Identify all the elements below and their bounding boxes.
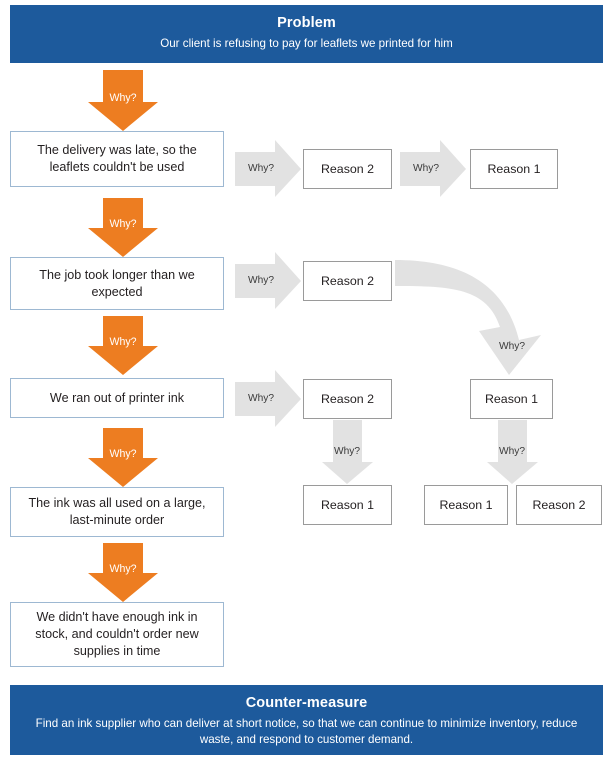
cause-box-4[interactable]: The ink was all used on a large, last-mi… [10, 487, 224, 537]
cause-box-2-label: The job took longer than we expected [39, 267, 195, 299]
problem-banner: Problem Our client is refusing to pay fo… [10, 5, 603, 63]
counter-measure-banner-subtitle: Find an ink supplier who can deliver at … [35, 717, 578, 746]
reason-box-row1-col2-label: Reason 1 [487, 162, 541, 176]
reason-box-row2-col1-label: Reason 2 [320, 274, 375, 288]
counter-measure-banner-title: Counter-measure [245, 695, 368, 711]
cause-box-4-label: The ink was all used on a large, last-mi… [28, 496, 206, 527]
problem-banner-subtitle: Our client is refusing to pay for leafle… [160, 37, 453, 50]
orange-arrow-4-shape [88, 428, 158, 487]
reason-box-row3-col1-label: Reason 2 [320, 392, 375, 406]
orange-arrow-2-shape [88, 198, 158, 257]
cause-box-5-label: We didn't have enough ink in stock, and … [35, 610, 199, 658]
cause-box-3-label: We ran out of printer ink [49, 390, 185, 405]
cause-box-3[interactable]: We ran out of printer ink [10, 378, 224, 418]
reason-box-row2-col1[interactable]: Reason 2 [303, 261, 392, 301]
reason-box-row4-col3[interactable]: Reason 2 [516, 485, 602, 525]
reason-box-row3-col1[interactable]: Reason 2 [303, 379, 392, 419]
grey-arrow-down-2-shape [487, 420, 538, 484]
grey-arrow-right-4-shape [235, 370, 301, 427]
orange-arrow-1-shape [88, 70, 158, 131]
reason-box-row1-col1[interactable]: Reason 2 [303, 149, 392, 189]
reason-box-row1-col1-label: Reason 2 [320, 162, 375, 176]
cause-box-2[interactable]: The job took longer than we expected [10, 257, 224, 310]
cause-box-5[interactable]: We didn't have enough ink in stock, and … [10, 602, 224, 667]
counter-measure-banner: Counter-measure Find an ink supplier who… [10, 685, 603, 755]
orange-arrow-3-shape [88, 316, 158, 375]
grey-arrow-curved-1-shape [395, 260, 541, 375]
grey-arrow-down-1-shape [322, 420, 373, 484]
grey-arrow-right-2-shape [400, 140, 466, 197]
reason-box-row1-col2[interactable]: Reason 1 [470, 149, 558, 189]
reason-box-row4-col2-label: Reason 1 [439, 498, 493, 512]
grey-arrow-right-3-shape [235, 252, 301, 309]
cause-box-1[interactable]: The delivery was late, so the leaflets c… [10, 131, 224, 187]
problem-banner-title: Problem [277, 15, 336, 31]
grey-arrow-right-1-shape [235, 140, 301, 197]
reason-box-row3-col2[interactable]: Reason 1 [470, 379, 553, 419]
reason-box-row4-col1[interactable]: Reason 1 [303, 485, 392, 525]
reason-box-row4-col2[interactable]: Reason 1 [424, 485, 508, 525]
reason-box-row4-col3-label: Reason 2 [532, 498, 586, 512]
cause-box-1-label: The delivery was late, so the leaflets c… [37, 143, 197, 174]
orange-arrow-5-shape [88, 543, 158, 602]
reason-box-row4-col1-label: Reason 1 [320, 498, 375, 512]
reason-box-row3-col2-label: Reason 1 [484, 392, 539, 406]
